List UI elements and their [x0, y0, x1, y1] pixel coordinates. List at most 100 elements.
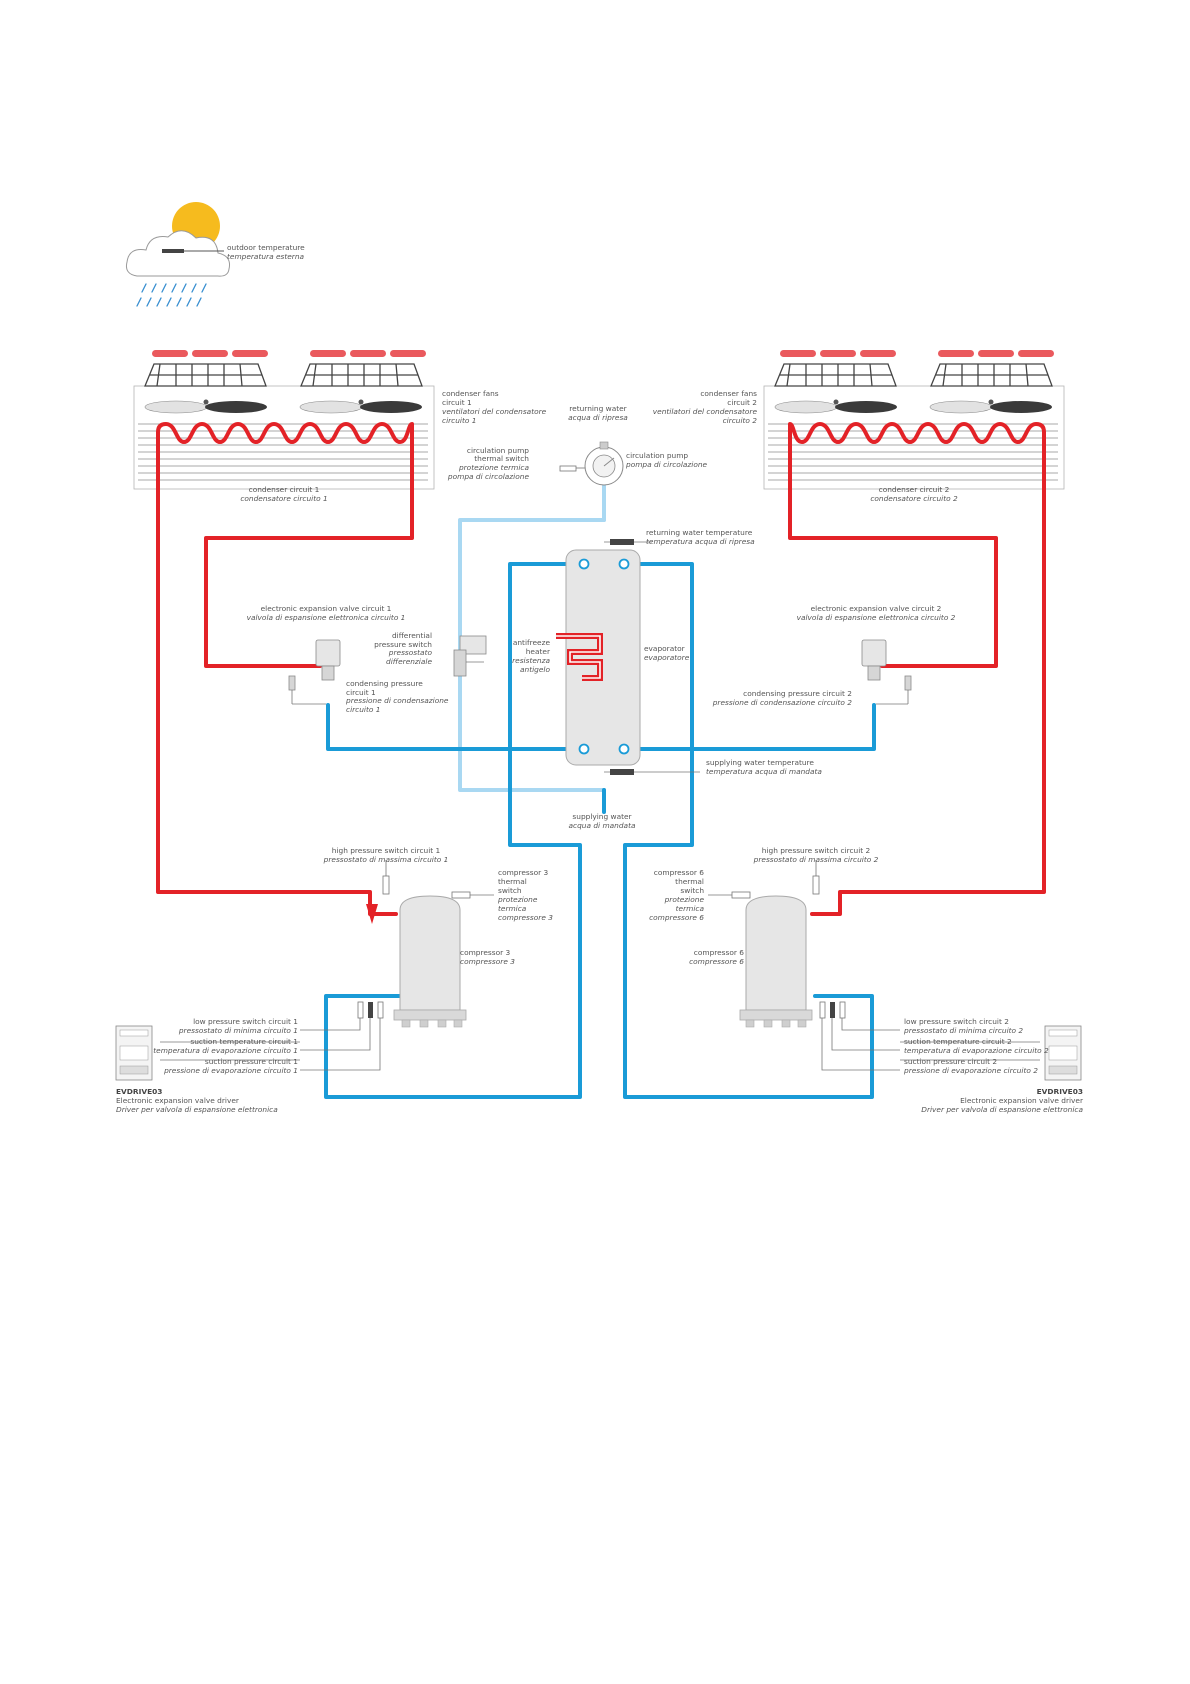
evdrive-2-label-it: Driver per valvola di espansione elettro… [921, 1105, 1083, 1114]
compressor-6-thermal-label-it: protezione [664, 895, 705, 904]
high-pressure-switch-2-label-it: pressostato di massima circuito 2 [753, 855, 879, 864]
evaporator-label: evaporator [644, 644, 686, 653]
compressor-6-thermal-label: compressor 6 [654, 868, 705, 877]
condenser-2-label-it: condensatore circuito 2 [870, 494, 958, 503]
condensing-pressure-2-label-it: pressione di condensazione circuito 2 [712, 698, 853, 707]
expansion-valve-2-label-it: valvola di espansione elettronica circui… [797, 613, 956, 622]
suction-pressure-2-label: suction pressure circuit 2 [904, 1057, 997, 1066]
suction-sensors-circuit-2 [819, 1001, 1040, 1071]
pump-thermal-switch [559, 465, 577, 472]
compressor-6-thermal-label-it: termica [676, 904, 705, 913]
evdrive-module-2-icon [1044, 1025, 1082, 1081]
compressor-6-label: compressor 6 [694, 948, 745, 957]
return-water-temperature-probe [604, 539, 652, 545]
condenser-1-label-it: condensatore circuito 1 [240, 494, 327, 503]
condenser-fans-2-label: circuit 2 [727, 398, 757, 407]
compressor-6-label-it: compressore 6 [689, 957, 744, 966]
suction-temperature-1-label: suction temperature circuit 1 [190, 1037, 298, 1046]
low-pressure-switch-1-label: low pressure switch circuit 1 [193, 1017, 298, 1026]
outdoor-temperature-label: outdoor temperature [227, 243, 305, 252]
heat-dissipation-icon [780, 350, 1054, 357]
expansion-valve-1-label: electronic expansion valve circuit 1 [261, 604, 392, 613]
condenser-coil-1 [156, 422, 414, 668]
high-pressure-switch-1-label: high pressure switch circuit 1 [332, 846, 441, 855]
evdrive-1-label-it: Driver per valvola di espansione elettro… [116, 1105, 278, 1114]
evdrive-1-label: Electronic expansion valve driver [116, 1096, 240, 1105]
evdrive-module-1-icon [115, 1025, 153, 1081]
circulation-pump-icon [584, 441, 624, 486]
supply-water-temperature-label-it: temperatura acqua di mandata [706, 767, 822, 776]
return-water-temperature-label-it: temperatura acqua di ripresa [646, 537, 755, 546]
suction-pressure-1-label-it: pressione di evaporazione circuito 1 [163, 1066, 298, 1075]
fan-blade-icon [144, 399, 422, 414]
condenser-coil-2 [788, 422, 1046, 668]
compressor-3-thermal-label-it: compressore 3 [498, 913, 553, 922]
fan-grid-icon [774, 363, 1053, 387]
supplying-water-label-it: acqua di mandata [569, 821, 636, 830]
condensing-pressure-1-label-it: circuito 1 [346, 705, 380, 714]
condenser-unit-2 [763, 350, 1065, 490]
condenser-unit-1 [133, 350, 435, 490]
antifreeze-heater-label-it: resistenza [512, 656, 550, 665]
circulation-pump-label: circulation pump [626, 451, 688, 460]
compressor-3-label-it: compressore 3 [460, 957, 515, 966]
returning-water-label-it: acqua di ripresa [568, 413, 628, 422]
condenser-fans-2-label-it: ventilatori del condensatore [653, 407, 758, 416]
compressor-3-thermal-label-it: termica [498, 904, 527, 913]
fan-blade-icon [774, 399, 1052, 414]
differential-pressure-switch [453, 635, 487, 677]
pump-thermal-switch-label-it: protezione termica [458, 463, 530, 472]
differential-pressure-label-it: pressostato [388, 648, 433, 657]
evdrive-2-model: EVDRIVE03 [1037, 1087, 1083, 1096]
antifreeze-heater-label: antifreeze [513, 638, 551, 647]
compressor-6-thermal-label: thermal [675, 877, 704, 886]
condenser-2-label: condenser circuit 2 [879, 485, 950, 494]
expansion-valve-2-label: electronic expansion valve circuit 2 [811, 604, 942, 613]
low-pressure-switch-1-label-it: pressostato di minima circuito 1 [178, 1026, 298, 1035]
supply-water-temperature-probe [604, 769, 700, 775]
expansion-valve-1 [288, 639, 341, 705]
condenser-fans-1-label-it: circuito 1 [442, 416, 476, 425]
compressor-3-thermal-label-it: protezione [497, 895, 538, 904]
evaporator [565, 549, 641, 766]
heat-dissipation-icon [152, 350, 426, 357]
suction-temperature-2-label-it: temperatura di evaporazione circuito 2 [904, 1046, 1049, 1055]
compressor-3-label: compressor 3 [460, 948, 511, 957]
circulation-pump-label-it: pompa di circolazione [625, 460, 708, 469]
suction-pressure-2-label-it: pressione di evaporazione circuito 2 [903, 1066, 1038, 1075]
compressor-3 [366, 895, 467, 1028]
differential-pressure-label-it: differenziale [386, 657, 432, 666]
low-pressure-switch-2-label-it: pressostato di minima circuito 2 [903, 1026, 1023, 1035]
compressor-6 [739, 895, 813, 1028]
differential-pressure-label: pressure switch [374, 640, 432, 649]
fan-grid-icon [144, 363, 423, 387]
low-pressure-switch-2-label: low pressure switch circuit 2 [904, 1017, 1009, 1026]
returning-water-label: returning water [569, 404, 627, 413]
outdoor-temperature-probe [162, 249, 224, 253]
suction-temperature-1-label-it: temperatura di evaporazione circuito 1 [153, 1046, 298, 1055]
antifreeze-heater-label: heater [526, 647, 551, 656]
condensing-pressure-1-label: circuit 1 [346, 688, 376, 697]
compressor-3-thermal-switch [451, 891, 494, 899]
antifreeze-heater-icon [556, 633, 603, 681]
suction-pressure-1-label: suction pressure circuit 1 [205, 1057, 298, 1066]
expansion-valve-1-label-it: valvola di espansione elettronica circui… [247, 613, 406, 622]
expansion-valve-2 [861, 639, 912, 705]
high-pressure-switch-2 [812, 860, 820, 895]
antifreeze-heater-label-it: antigelo [520, 665, 550, 674]
high-pressure-switch-2-label: high pressure switch circuit 2 [762, 846, 870, 855]
suction-temperature-2-label: suction temperature circuit 2 [904, 1037, 1012, 1046]
compressor-3-thermal-label: switch [498, 886, 522, 895]
outdoor-temperature-label-it: temperatura esterna [227, 252, 305, 261]
condenser-fans-1-label: condenser fans [442, 389, 499, 398]
supply-water-temperature-label: supplying water temperature [706, 758, 814, 767]
pump-thermal-switch-label-it: pompa di circolazione [447, 472, 530, 481]
evaporator-label-it: evaporatore [644, 653, 690, 662]
suction-sensors-circuit-1 [160, 1001, 384, 1071]
compressor-6-thermal-label: switch [680, 886, 704, 895]
condensing-pressure-1-label-it: pressione di condensazione [345, 696, 449, 705]
compressor-3-thermal-label: compressor 3 [498, 868, 549, 877]
compressor-6-thermal-switch [708, 891, 751, 899]
high-pressure-switch-1-label-it: pressostato di massima circuito 1 [323, 855, 449, 864]
